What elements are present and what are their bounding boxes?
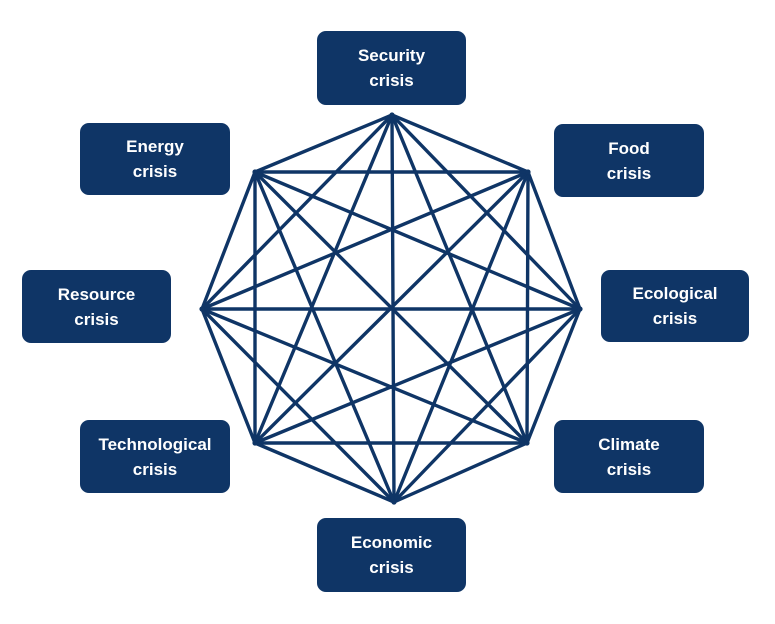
node-economic-crisis: Economic crisis bbox=[317, 518, 466, 592]
node-security-crisis: Security crisis bbox=[317, 31, 466, 105]
node-climate-line2: crisis bbox=[606, 459, 652, 479]
edge-technological-resource bbox=[200, 307, 257, 445]
edge-climate-resource bbox=[200, 307, 529, 445]
network-edges bbox=[200, 113, 582, 504]
edge-security-energy bbox=[253, 113, 394, 174]
edge-ecological-technological bbox=[253, 307, 582, 445]
node-technological-line1: Technological bbox=[98, 434, 212, 454]
edge-food-ecological bbox=[526, 170, 582, 311]
node-ecological-line2: crisis bbox=[652, 309, 698, 328]
vertex-energy bbox=[252, 169, 258, 175]
edge-food-economic bbox=[392, 170, 530, 504]
vertex-economic bbox=[391, 499, 397, 505]
edge-ecological-energy bbox=[253, 170, 582, 311]
vertex-security bbox=[389, 112, 395, 118]
node-economic-line1: Economic bbox=[350, 533, 433, 552]
edge-climate-economic bbox=[392, 441, 529, 504]
node-ecological-crisis: Ecological crisis bbox=[601, 270, 749, 342]
node-food-line2: crisis bbox=[606, 163, 652, 183]
edge-resource-energy bbox=[200, 170, 257, 311]
node-security-line2: crisis bbox=[369, 71, 414, 90]
node-resource-line1: Resource bbox=[57, 284, 136, 304]
edge-economic-energy bbox=[253, 170, 396, 504]
node-resource-line2: crisis bbox=[74, 309, 119, 329]
node-energy-line2: crisis bbox=[132, 162, 178, 181]
vertex-food bbox=[525, 169, 531, 175]
edge-climate-energy bbox=[253, 170, 529, 445]
vertex-resource bbox=[199, 306, 205, 312]
node-economic-line2: crisis bbox=[369, 558, 414, 577]
edge-economic-resource bbox=[200, 307, 396, 504]
edge-ecological-climate bbox=[525, 307, 582, 445]
vertex-climate bbox=[524, 440, 530, 446]
vertex-ecological bbox=[577, 306, 583, 312]
network-vertices bbox=[199, 112, 583, 505]
node-resource-crisis: Resource crisis bbox=[22, 270, 171, 343]
vertex-technological bbox=[252, 440, 258, 446]
node-climate-line1: Climate bbox=[598, 434, 660, 454]
node-technological-crisis: Technological crisis bbox=[80, 420, 230, 493]
node-security-line1: Security bbox=[357, 46, 426, 65]
node-climate-crisis: Climate crisis bbox=[554, 420, 704, 493]
node-food-line1: Food bbox=[608, 138, 650, 158]
node-technological-line2: crisis bbox=[132, 459, 178, 479]
node-energy-line1: Energy bbox=[126, 137, 184, 156]
edge-economic-technological bbox=[253, 441, 396, 504]
edge-security-technological bbox=[253, 113, 394, 445]
node-ecological-line1: Ecological bbox=[632, 284, 718, 303]
edge-security-food bbox=[390, 113, 530, 174]
node-energy-crisis: Energy crisis bbox=[80, 123, 230, 195]
node-food-crisis: Food crisis bbox=[554, 124, 704, 197]
